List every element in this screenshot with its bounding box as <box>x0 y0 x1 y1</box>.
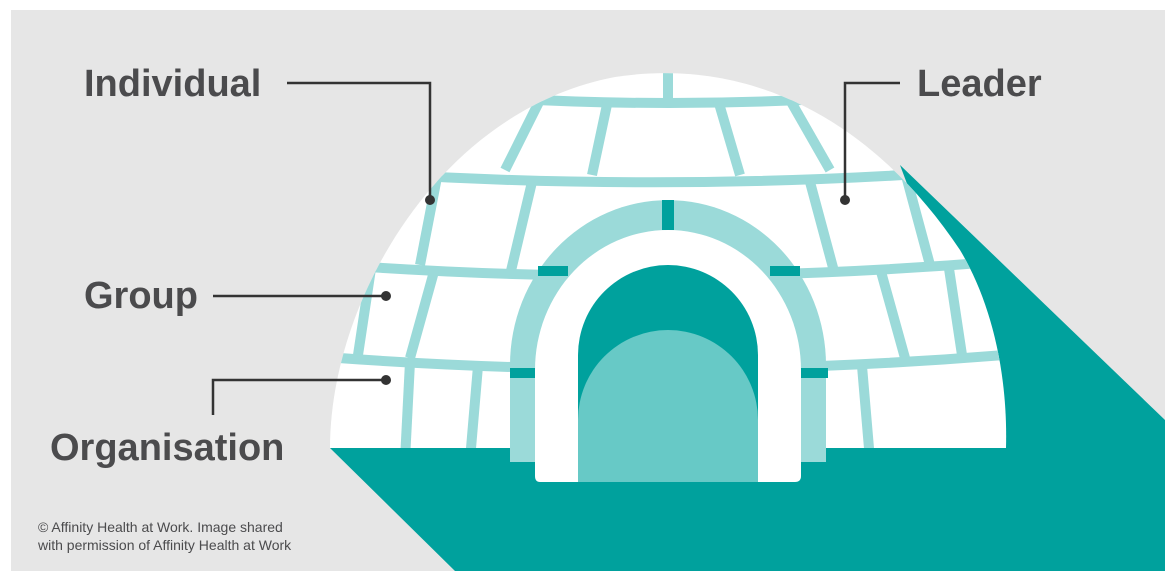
entrance-joint-right-upper <box>770 266 800 276</box>
entrance-joint-left-upper <box>538 266 568 276</box>
copyright-line-1: © Affinity Health at Work. Image shared <box>38 519 283 535</box>
label-individual: Individual <box>84 63 262 105</box>
entrance-joint-left-lower <box>510 368 538 378</box>
entrance-doorway-inner <box>578 330 758 482</box>
callout-line-organisation <box>211 378 386 415</box>
entrance-joint-right-lower <box>800 368 828 378</box>
label-group: Group <box>84 275 198 317</box>
entrance-keystone <box>662 200 674 230</box>
callout-line-individual <box>287 81 432 200</box>
label-organisation: Organisation <box>50 427 285 469</box>
callout-dot-leader <box>840 195 850 205</box>
label-leader: Leader <box>917 63 1042 105</box>
callout-dot-individual <box>425 195 435 205</box>
callout-dot-group <box>381 291 391 301</box>
copyright-notice: © Affinity Health at Work. Image shared … <box>38 518 291 554</box>
copyright-line-2: with permission of Affinity Health at Wo… <box>38 537 292 553</box>
callout-dot-organisation <box>381 375 391 385</box>
callout-lines <box>211 81 900 415</box>
callout-line-leader <box>843 81 900 200</box>
